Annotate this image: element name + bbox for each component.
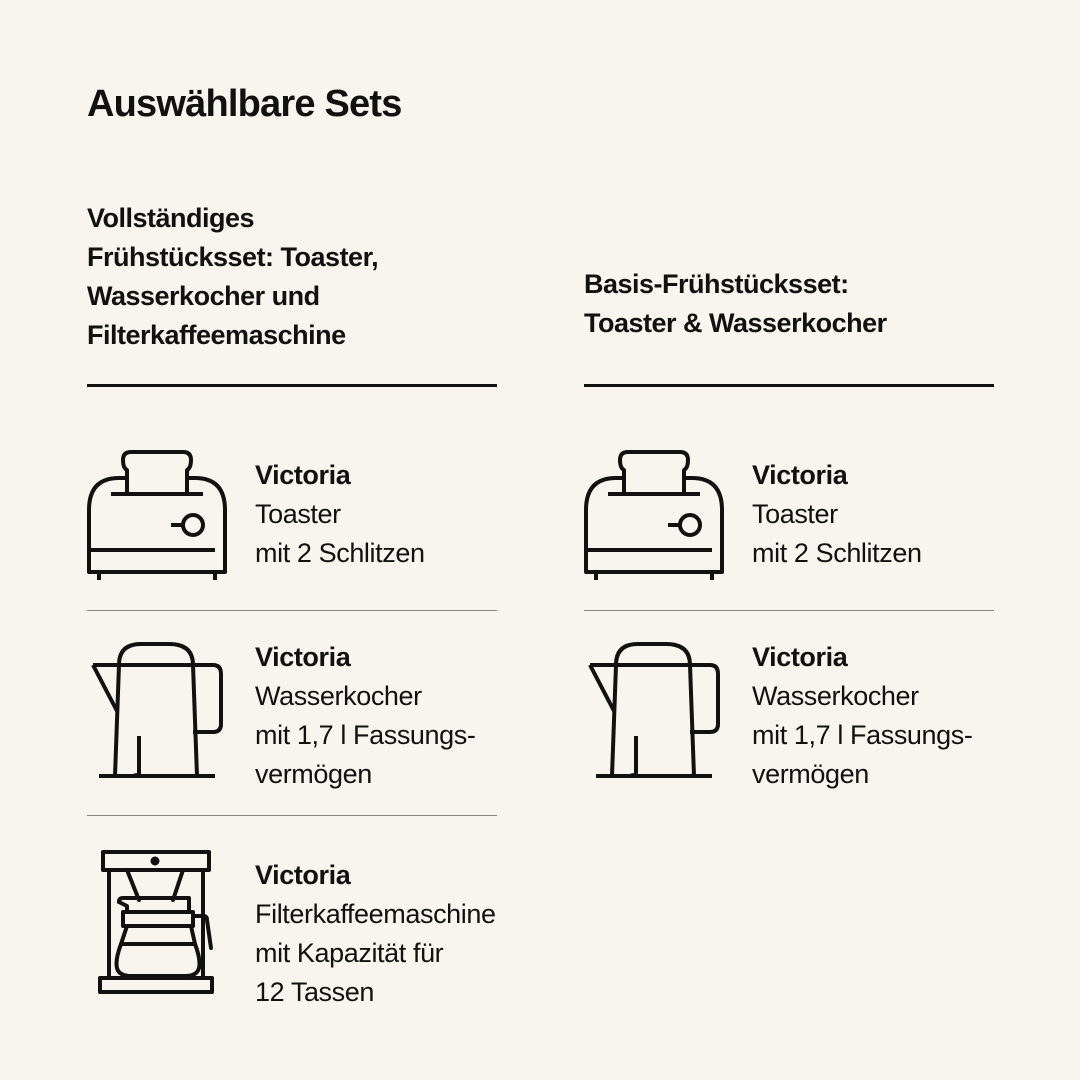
product-desc-line: mit 2 Schlitzen xyxy=(752,538,922,568)
product-brand: Victoria xyxy=(752,642,848,672)
product-desc-line: Toaster xyxy=(752,499,838,529)
product-desc-line: mit 1,7 l Fassungs- xyxy=(752,720,973,750)
coffee-maker-icon xyxy=(87,850,227,994)
heading-rule xyxy=(584,384,994,387)
set-heading-line: Vollständiges xyxy=(87,203,255,233)
item-divider xyxy=(584,610,994,611)
set-heading-line: Basis-Frühstücksset: xyxy=(584,269,849,299)
product-desc-line: Wasserkocher xyxy=(752,681,919,711)
product-brand: Victoria xyxy=(752,460,848,490)
product-desc-line: mit 2 Schlitzen xyxy=(255,538,425,568)
page-title: Auswählbare Sets xyxy=(87,83,402,125)
product-desc-line: vermögen xyxy=(752,759,869,789)
product-desc-line: 12 Tassen xyxy=(255,977,374,1007)
set-heading-line: Wasserkocher und xyxy=(87,281,320,311)
kettle-icon xyxy=(87,638,227,778)
set-heading-line: Frühstücksset: Toaster, xyxy=(87,242,379,272)
kettle-icon xyxy=(584,638,724,778)
set-heading-line: Filterkaffeemaschine xyxy=(87,320,346,350)
product-brand: Victoria xyxy=(255,860,351,890)
toaster-icon xyxy=(87,444,227,584)
product-desc-line: mit 1,7 l Fassungs- xyxy=(255,720,476,750)
product-desc-line: Filterkaffeemaschine xyxy=(255,899,496,929)
product-desc-line: Wasserkocher xyxy=(255,681,422,711)
heading-rule xyxy=(87,384,497,387)
product-desc-line: vermögen xyxy=(255,759,372,789)
product-brand: Victoria xyxy=(255,460,351,490)
item-divider xyxy=(87,610,497,611)
set-heading: Basis-Frühstücksset: Toaster & Wasserkoc… xyxy=(584,265,887,343)
item-divider xyxy=(87,815,497,816)
product-brand: Victoria xyxy=(255,642,351,672)
product-desc-line: mit Kapazität für xyxy=(255,938,444,968)
product-desc-line: Toaster xyxy=(255,499,341,529)
set-heading-line: Toaster & Wasserkocher xyxy=(584,308,887,338)
toaster-icon xyxy=(584,444,724,584)
set-heading: Vollständiges Frühstücksset: Toaster, Wa… xyxy=(87,199,379,355)
